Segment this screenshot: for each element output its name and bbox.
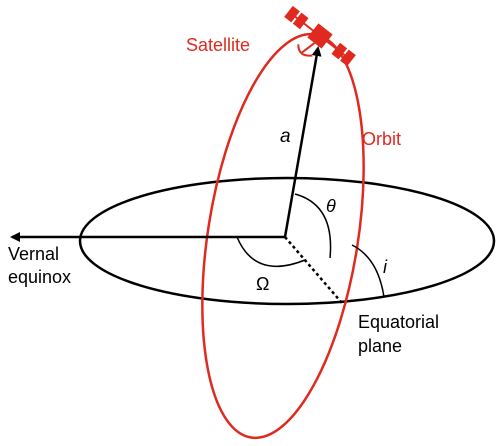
equatorial-plane-ellipse [78, 176, 496, 306]
equatorial-plane-label-line1: Equatorial [358, 312, 439, 332]
satellite-label: Satellite [186, 35, 250, 55]
inclination-arc [351, 244, 385, 298]
vernal-equinox-label-line1: Vernal [8, 244, 59, 264]
semi-major-axis-arrow [283, 46, 322, 238]
inclination-label: i [383, 257, 388, 277]
true-anomaly-label: θ [326, 196, 336, 216]
equatorial-plane-label-line2: plane [358, 336, 402, 356]
orbit-ellipse [201, 32, 365, 440]
semi-major-axis-label: a [280, 126, 291, 147]
line-of-nodes [284, 236, 343, 304]
satellite-icon [284, 5, 356, 67]
vernal-equinox-label-line2: equinox [8, 267, 71, 287]
ascending-node-label: Ω [256, 274, 269, 294]
orbit-label: Orbit [362, 129, 401, 149]
true-anomaly-arc [294, 193, 332, 259]
ascending-node-arc [236, 236, 306, 268]
